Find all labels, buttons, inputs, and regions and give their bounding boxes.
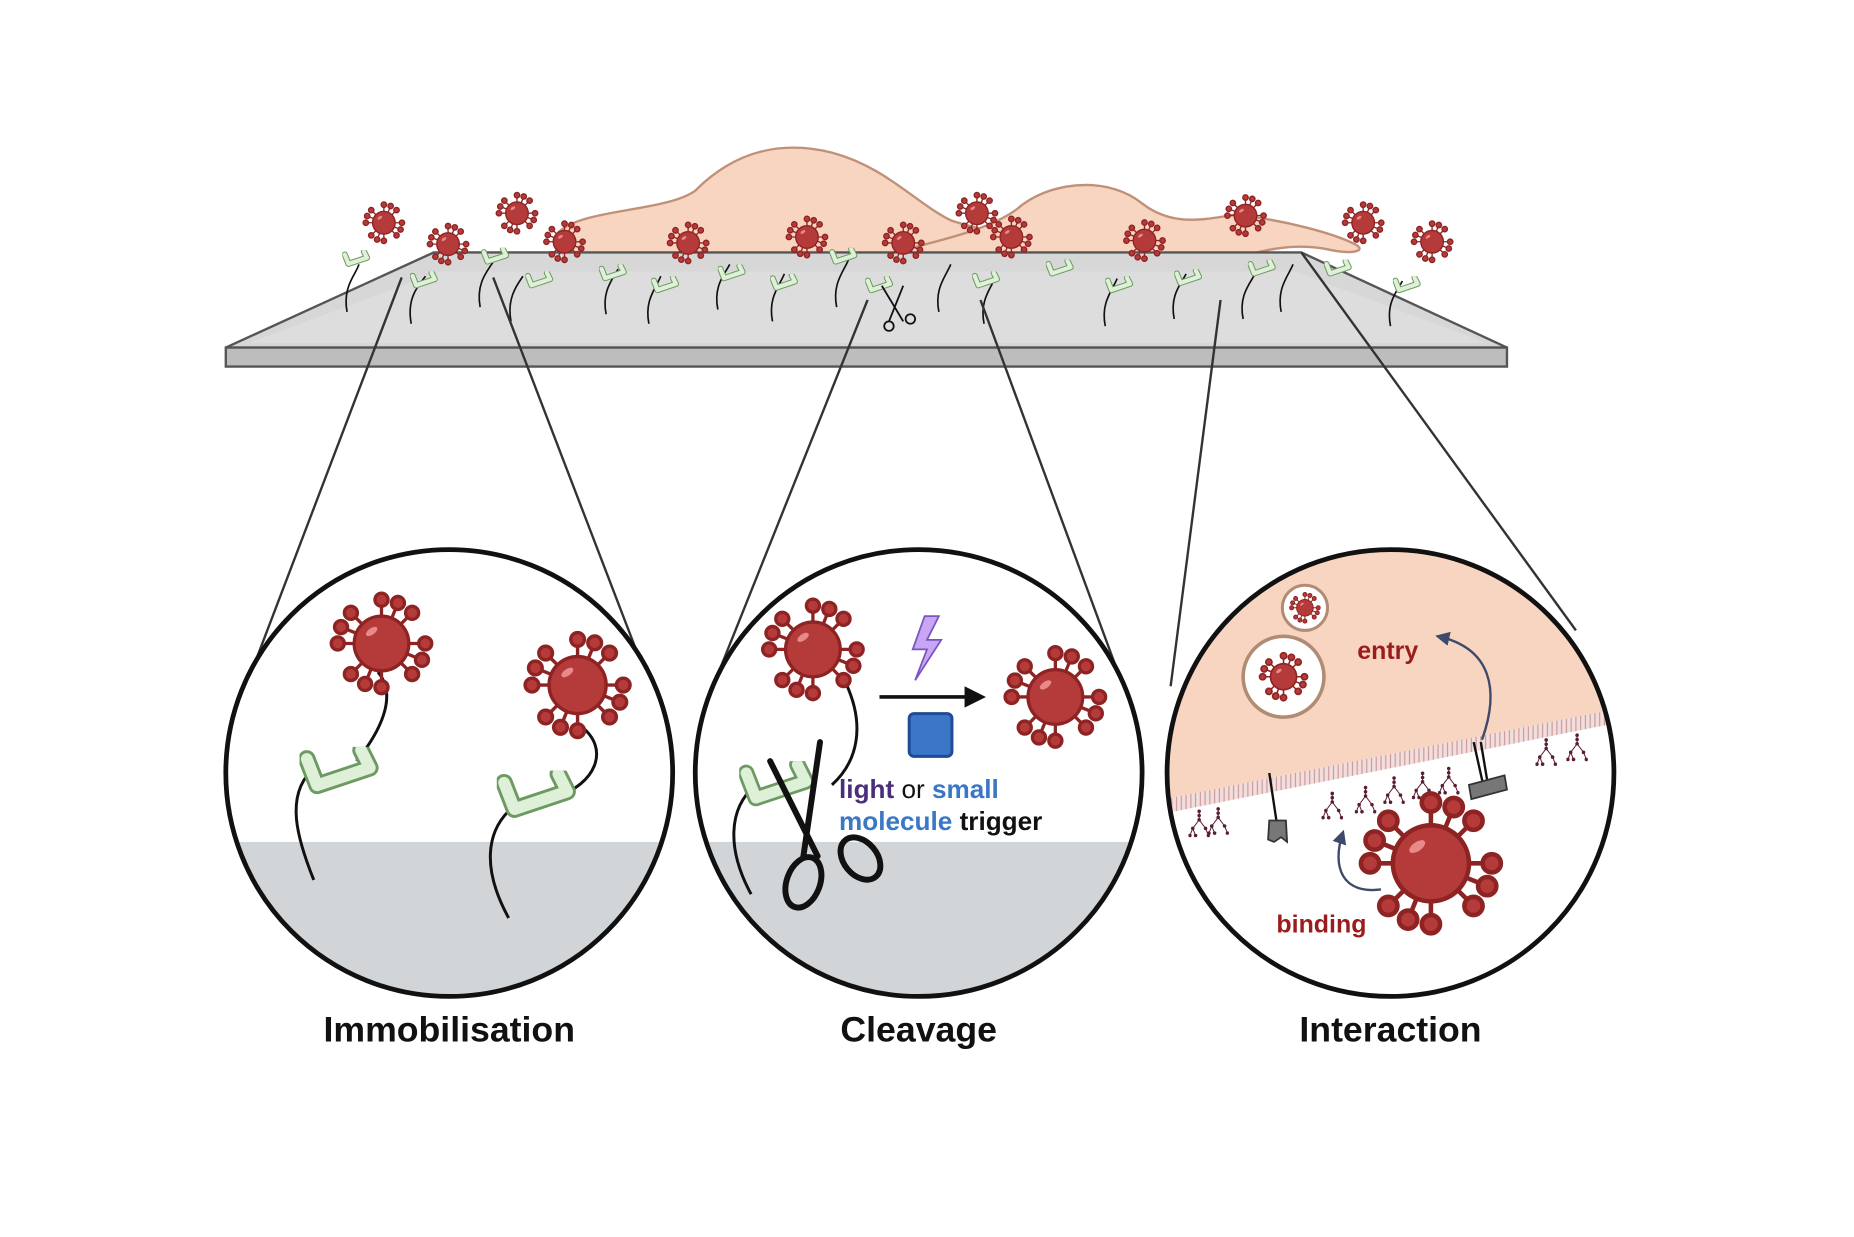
panel-circle-border — [223, 547, 676, 999]
slide-front — [224, 346, 1509, 368]
virus-icon — [329, 591, 434, 696]
trigger-label-line2: molecule trigger — [839, 806, 1042, 836]
panel-title-immobilisation: Immobilisation — [323, 1010, 575, 1050]
virus-icon — [523, 630, 632, 740]
receptor-icon — [1467, 741, 1508, 801]
zoom-connector-lines — [244, 251, 1577, 687]
binding-label: binding — [1276, 910, 1366, 938]
scissors-icon-small — [881, 285, 917, 332]
binding-arrow — [1332, 829, 1382, 892]
trigger-word-trigger: trigger — [960, 806, 1043, 836]
trigger-word-or-text: or — [901, 774, 925, 804]
virus-icon-internalised — [1289, 591, 1321, 624]
entry-label: entry — [1357, 637, 1418, 665]
small-molecule-icon — [907, 712, 954, 758]
virus-icon-internalised — [1258, 651, 1309, 702]
scissors-icon — [767, 739, 884, 911]
trigger-word-light: light — [839, 774, 894, 804]
overview-slide — [224, 146, 1509, 368]
trigger-word-small: small — [932, 774, 999, 804]
trigger-word-or — [894, 774, 901, 804]
panel-circle-border — [1164, 547, 1617, 999]
panel-circle-border — [692, 547, 1145, 999]
receptor-icon — [1267, 772, 1289, 844]
lightning-icon — [911, 615, 943, 681]
panel-interaction: entry binding Interaction — [1164, 547, 1617, 1050]
trigger-label-line1: light or small — [839, 774, 999, 804]
panel-cleavage: light or small molecule trigger Cleavage — [692, 547, 1145, 1050]
released-virus-icon — [1003, 645, 1108, 749]
panel-title-interaction: Interaction — [1299, 1010, 1481, 1050]
entry-arrow — [1435, 631, 1492, 741]
virus-icon — [760, 597, 865, 702]
virus-icon-binding — [1361, 793, 1501, 933]
trigger-word-molecule: molecule — [839, 806, 952, 836]
panel-title-cleavage: Cleavage — [840, 1010, 997, 1050]
panel-immobilisation: Immobilisation — [223, 547, 676, 1050]
